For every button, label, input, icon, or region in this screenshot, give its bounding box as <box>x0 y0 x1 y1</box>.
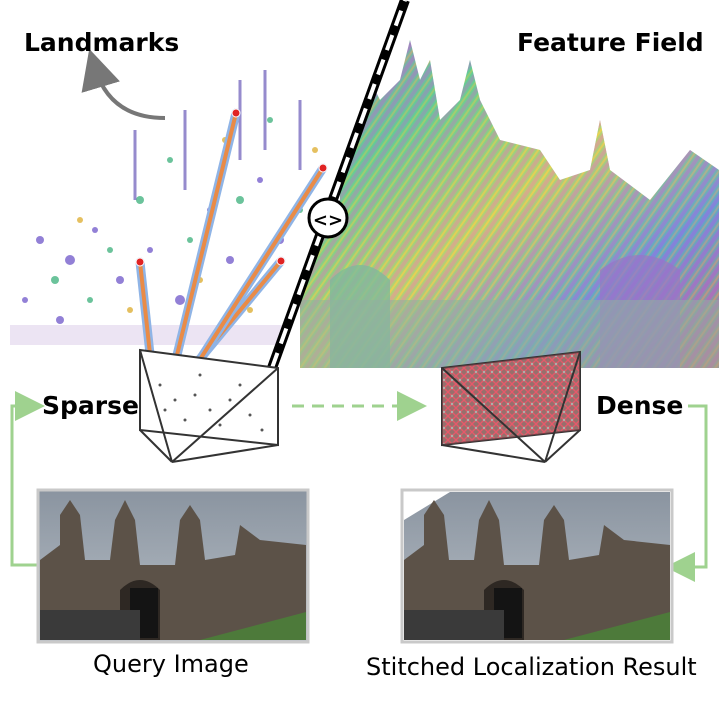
dense-camera-frustum <box>441 350 581 463</box>
feature-field-render <box>300 40 719 368</box>
landmarks-arrow <box>81 48 166 120</box>
dense-to-result-arrow <box>665 404 708 582</box>
compare-icon: <> <box>307 197 349 239</box>
query-to-sparse-arrow <box>10 391 45 567</box>
query-image-photo <box>36 488 310 644</box>
query-image-caption: Query Image <box>93 650 249 678</box>
sparse-camera-frustum <box>139 348 279 463</box>
compare-symbol: <> <box>313 210 343 231</box>
split-divider <box>267 0 410 370</box>
landmarks-label: Landmarks <box>24 28 180 57</box>
sparse-landmarks-render <box>10 70 318 345</box>
stitched-result-photo <box>400 488 674 644</box>
stitched-result-caption: Stitched Localization Result <box>366 653 697 681</box>
sparse-label: Sparse <box>42 391 139 420</box>
dense-label: Dense <box>596 391 684 420</box>
feature-field-label: Feature Field <box>517 28 704 57</box>
